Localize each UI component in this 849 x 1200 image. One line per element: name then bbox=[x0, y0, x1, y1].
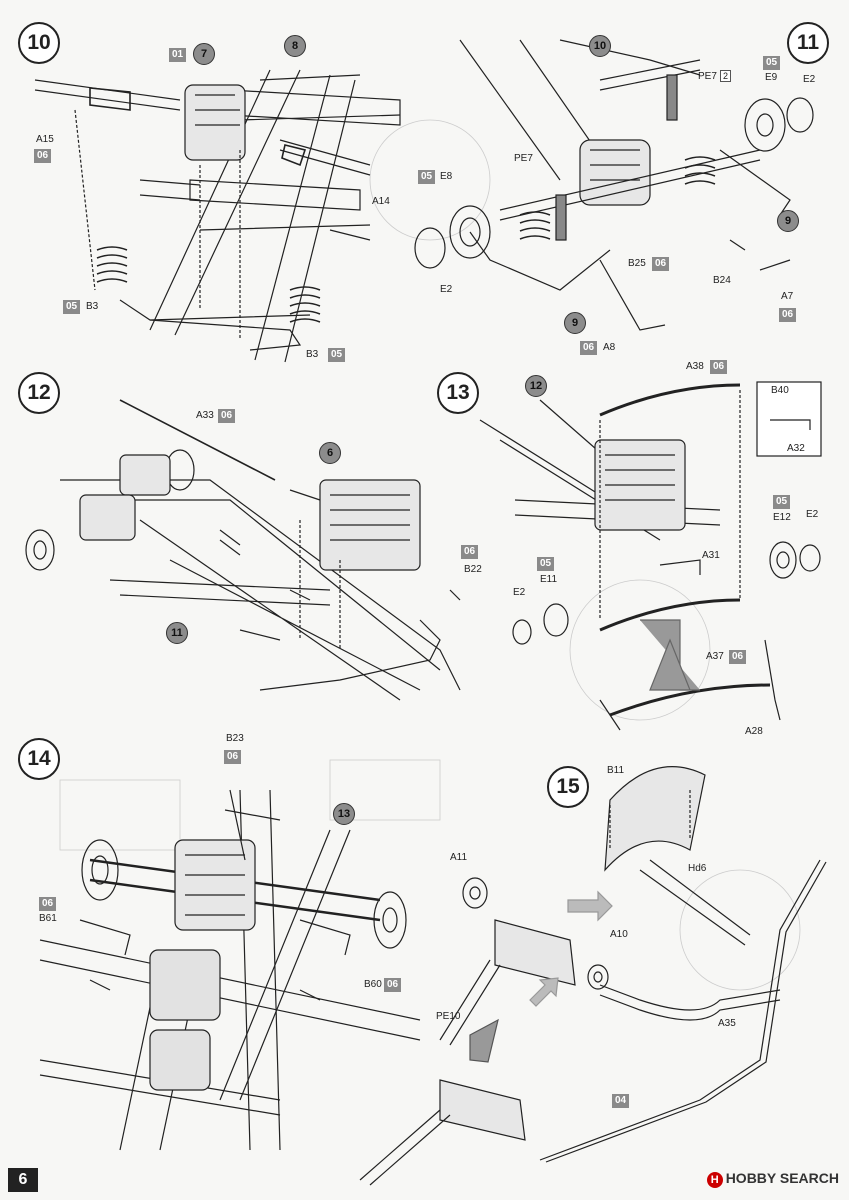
badge-06: 06 bbox=[779, 308, 797, 322]
part-e11: E11 bbox=[540, 574, 558, 585]
part-b61: B61 bbox=[39, 913, 57, 924]
watermark-text: HOBBY SEARCH bbox=[725, 1170, 839, 1186]
part-b24: B24 bbox=[713, 275, 731, 286]
part-a10: A10 bbox=[610, 929, 628, 940]
part-b22: B22 bbox=[464, 564, 482, 575]
badge-06: 06 bbox=[461, 545, 479, 559]
subassembly-12: 12 bbox=[525, 375, 547, 397]
part-b60: B60 bbox=[364, 979, 382, 990]
subassembly-9: 9 bbox=[777, 210, 799, 232]
badge-06: 06 bbox=[729, 650, 747, 664]
part-hd6: Hd6 bbox=[688, 863, 707, 874]
step14-drawing bbox=[39, 789, 421, 1151]
badge-06: 06 bbox=[39, 897, 57, 911]
part-e2: E2 bbox=[806, 509, 819, 520]
part-e2: E2 bbox=[803, 74, 816, 85]
part-a32: A32 bbox=[787, 443, 805, 454]
part-a38: A38 bbox=[686, 361, 704, 372]
part-b40: B40 bbox=[771, 385, 789, 396]
part-b3: B3 bbox=[86, 301, 99, 312]
step-10-number: 10 bbox=[18, 22, 60, 64]
subassembly-11: 11 bbox=[166, 622, 188, 644]
step12-drawing bbox=[25, 399, 461, 701]
badge-06: 06 bbox=[580, 341, 598, 355]
part-a31: A31 bbox=[702, 550, 720, 561]
part-b25: B25 bbox=[628, 258, 646, 269]
part-e2: E2 bbox=[440, 284, 453, 295]
step-14-number: 14 bbox=[18, 738, 60, 780]
step-13-number: 13 bbox=[437, 372, 479, 414]
badge-05: 05 bbox=[418, 170, 436, 184]
badge-06: 06 bbox=[218, 409, 236, 423]
part-b23: B23 bbox=[226, 733, 244, 744]
subassembly-9: 9 bbox=[564, 312, 586, 334]
badge-04: 04 bbox=[612, 1094, 630, 1108]
part-a14: A14 bbox=[372, 196, 390, 207]
badge-01: 01 bbox=[169, 48, 187, 62]
subassembly-8: 8 bbox=[284, 35, 306, 57]
badge-05: 05 bbox=[537, 557, 555, 571]
badge-06: 06 bbox=[224, 750, 242, 764]
part-e2: E2 bbox=[513, 587, 526, 598]
step-15-number: 15 bbox=[547, 766, 589, 808]
part-a28: A28 bbox=[745, 726, 763, 737]
subassembly-10: 10 bbox=[589, 35, 611, 57]
step-12-number: 12 bbox=[18, 372, 60, 414]
part-a35: A35 bbox=[718, 1018, 736, 1029]
badge-05: 05 bbox=[63, 300, 81, 314]
part-a37: A37 bbox=[706, 651, 724, 662]
part-a15: A15 bbox=[36, 134, 54, 145]
part-e8: E8 bbox=[440, 171, 453, 182]
watermark-logo-icon: H bbox=[706, 1172, 723, 1188]
part-e12: E12 bbox=[773, 512, 791, 523]
part-a7: A7 bbox=[781, 291, 794, 302]
step11-drawing bbox=[414, 39, 814, 331]
part-pe7: PE7 bbox=[698, 71, 717, 82]
part-pe7: PE7 bbox=[514, 153, 533, 164]
badge-06: 06 bbox=[710, 360, 728, 374]
subassembly-7: 7 bbox=[193, 43, 215, 65]
step-11-number: 11 bbox=[787, 22, 829, 64]
badge-06: 06 bbox=[652, 257, 670, 271]
part-a8: A8 bbox=[603, 342, 616, 353]
badge-05: 05 bbox=[328, 348, 346, 362]
badge-05: 05 bbox=[763, 56, 781, 70]
badge-05: 05 bbox=[773, 495, 791, 509]
step10-drawing bbox=[34, 69, 401, 363]
part-a11: A11 bbox=[450, 852, 468, 863]
photo-etch-count: 2 bbox=[720, 70, 732, 82]
step15-drawing bbox=[359, 766, 827, 1186]
part-b11: B11 bbox=[607, 765, 625, 776]
page-number: 6 bbox=[8, 1168, 38, 1192]
badge-06: 06 bbox=[384, 978, 402, 992]
part-b3: B3 bbox=[306, 349, 319, 360]
step13-drawing bbox=[479, 381, 822, 731]
subassembly-13: 13 bbox=[333, 803, 355, 825]
part-a33: A33 bbox=[196, 410, 214, 421]
badge-06: 06 bbox=[34, 149, 52, 163]
part-e9: E9 bbox=[765, 72, 778, 83]
subassembly-6: 6 bbox=[319, 442, 341, 464]
part-pe10: PE10 bbox=[436, 1011, 461, 1022]
